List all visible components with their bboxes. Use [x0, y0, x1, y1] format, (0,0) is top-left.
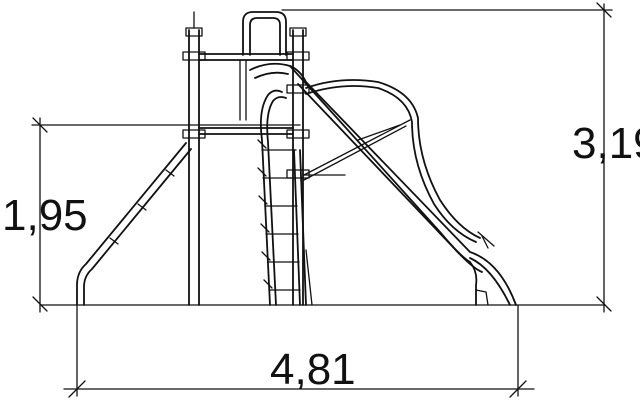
- dimension-label-platform-height: 1,95: [2, 191, 88, 240]
- platform-rail: [198, 127, 294, 135]
- top-rail: [198, 53, 294, 121]
- ladder: [257, 89, 313, 306]
- left-support-strut: [76, 142, 192, 306]
- dimension-label-total-length: 4,81: [270, 345, 356, 394]
- dimension-tick: [32, 296, 48, 312]
- dimension-tick: [509, 380, 527, 398]
- dimension-tick: [596, 296, 612, 312]
- slide-chute: [249, 62, 517, 306]
- top-handle-frame: [242, 11, 287, 56]
- dimension-total-length: 4,81: [63, 305, 535, 398]
- dimension-label-total-height: 3,19: [572, 119, 640, 168]
- dimension-total-height: 3,19: [281, 2, 640, 313]
- dimension-tick: [32, 117, 48, 133]
- dimension-tick: [68, 380, 86, 398]
- dimension-platform-height: 1,95: [2, 117, 301, 313]
- dimension-tick: [596, 2, 612, 18]
- tower-posts: [182, 11, 310, 306]
